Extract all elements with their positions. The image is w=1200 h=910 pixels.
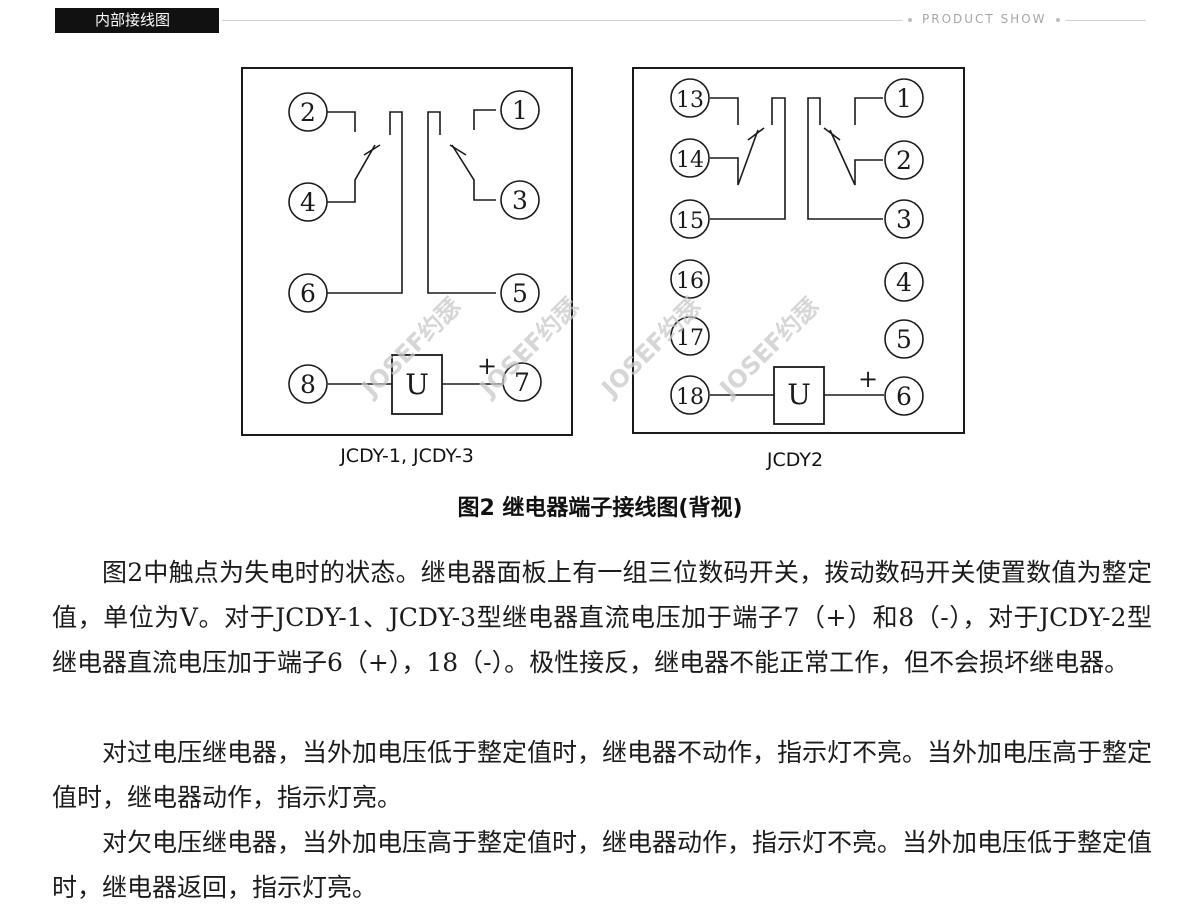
right-wire-15	[710, 97, 786, 220]
right-terminal-label: 6	[896, 382, 912, 411]
right-terminal-label: 5	[896, 325, 912, 354]
left-terminal-7: 7	[502, 362, 542, 402]
right-wire-1	[854, 97, 883, 125]
left-terminal-8: 8	[288, 364, 328, 404]
right-terminal-14: 14	[670, 138, 710, 178]
right-contact-tick-2	[823, 127, 841, 141]
product-show-label: PRODUCT SHOW	[922, 12, 1047, 26]
right-terminal-5: 5	[884, 319, 924, 359]
header-rule-right	[1066, 20, 1146, 21]
figure-caption: 图2 继电器端子接线图(背视)	[457, 496, 743, 521]
right-wire-13	[710, 97, 739, 125]
left-wire-1	[473, 109, 496, 130]
left-terminal-label: 6	[300, 279, 316, 308]
left-coil-label: U	[405, 368, 429, 401]
right-terminal-13: 13	[670, 78, 710, 118]
left-wire-2	[326, 111, 356, 132]
right-terminal-label: 15	[676, 209, 704, 234]
left-terminal-2: 2	[288, 92, 328, 132]
left-terminal-label: 4	[300, 188, 316, 217]
left-panel-frame	[241, 67, 573, 436]
paragraph-1: 图2中触点为失电时的状态。继电器面板上有一组三位数码开关，拨动数码开关使置数值为…	[52, 558, 1152, 677]
left-contact-tick-2	[449, 144, 467, 156]
right-terminal-15: 15	[670, 199, 710, 239]
left-wire-4	[326, 144, 376, 203]
header-rule-dot-left	[908, 18, 912, 22]
right-terminal-label: 13	[676, 88, 704, 113]
right-terminal-label: 1	[896, 84, 912, 113]
right-terminal-4: 4	[884, 262, 924, 302]
left-plus-sign: +	[477, 352, 497, 380]
left-wire-6	[326, 111, 403, 294]
right-coil-label: U	[787, 378, 811, 411]
right-plus-sign: +	[858, 365, 878, 393]
right-terminal-label: 14	[676, 148, 704, 173]
right-terminal-16: 16	[670, 259, 710, 299]
left-terminal-label: 7	[514, 368, 530, 397]
header-rule-left	[222, 20, 902, 21]
left-wire-3	[451, 144, 496, 201]
left-contact-tick-1	[363, 144, 381, 156]
right-terminal-17: 17	[670, 316, 710, 356]
right-contact-tick-1	[747, 127, 765, 141]
section-tag: 内部接线图	[55, 8, 219, 33]
left-terminal-3: 3	[500, 180, 540, 220]
left-terminal-5: 5	[500, 273, 540, 313]
left-terminal-label: 3	[512, 186, 528, 215]
left-coil-box	[391, 354, 443, 415]
left-terminal-label: 2	[300, 98, 316, 127]
right-terminal-18: 18	[670, 375, 710, 415]
right-terminal-6: 6	[884, 376, 924, 416]
left-model-label: JCDY-1, JCDY-3	[339, 445, 474, 467]
right-terminal-label: 2	[896, 146, 912, 175]
left-terminal-4: 4	[288, 182, 328, 222]
right-terminal-label: 16	[676, 269, 704, 294]
right-terminal-2: 2	[884, 140, 924, 180]
right-wire-2	[829, 129, 883, 186]
paragraph-3: 对欠电压继电器，当外加电压高于整定值时，继电器动作，指示灯不亮。当外加电压低于整…	[52, 828, 1153, 902]
right-panel-frame	[632, 67, 965, 434]
right-terminal-label: 4	[896, 268, 912, 297]
right-coil-box	[773, 366, 825, 425]
right-terminal-3: 3	[884, 199, 924, 239]
right-terminal-label: 3	[896, 205, 912, 234]
left-terminal-6: 6	[288, 273, 328, 313]
right-model-label: JCDY2	[766, 449, 823, 471]
right-terminal-label: 17	[676, 326, 704, 351]
left-terminal-label: 8	[300, 370, 316, 399]
right-wire-14	[710, 129, 759, 186]
paragraph-2: 对过电压继电器，当外加电压低于整定值时，继电器不动作，指示灯不亮。当外加电压高于…	[52, 738, 1153, 812]
left-terminal-1: 1	[500, 90, 540, 130]
right-terminal-label: 18	[676, 385, 704, 410]
right-wire-3	[807, 97, 883, 220]
left-terminal-label: 1	[512, 96, 528, 125]
header-rule-dot-right	[1056, 18, 1060, 22]
right-terminal-1: 1	[884, 78, 924, 118]
left-terminal-label: 5	[512, 279, 528, 308]
left-wire-5	[427, 111, 496, 294]
